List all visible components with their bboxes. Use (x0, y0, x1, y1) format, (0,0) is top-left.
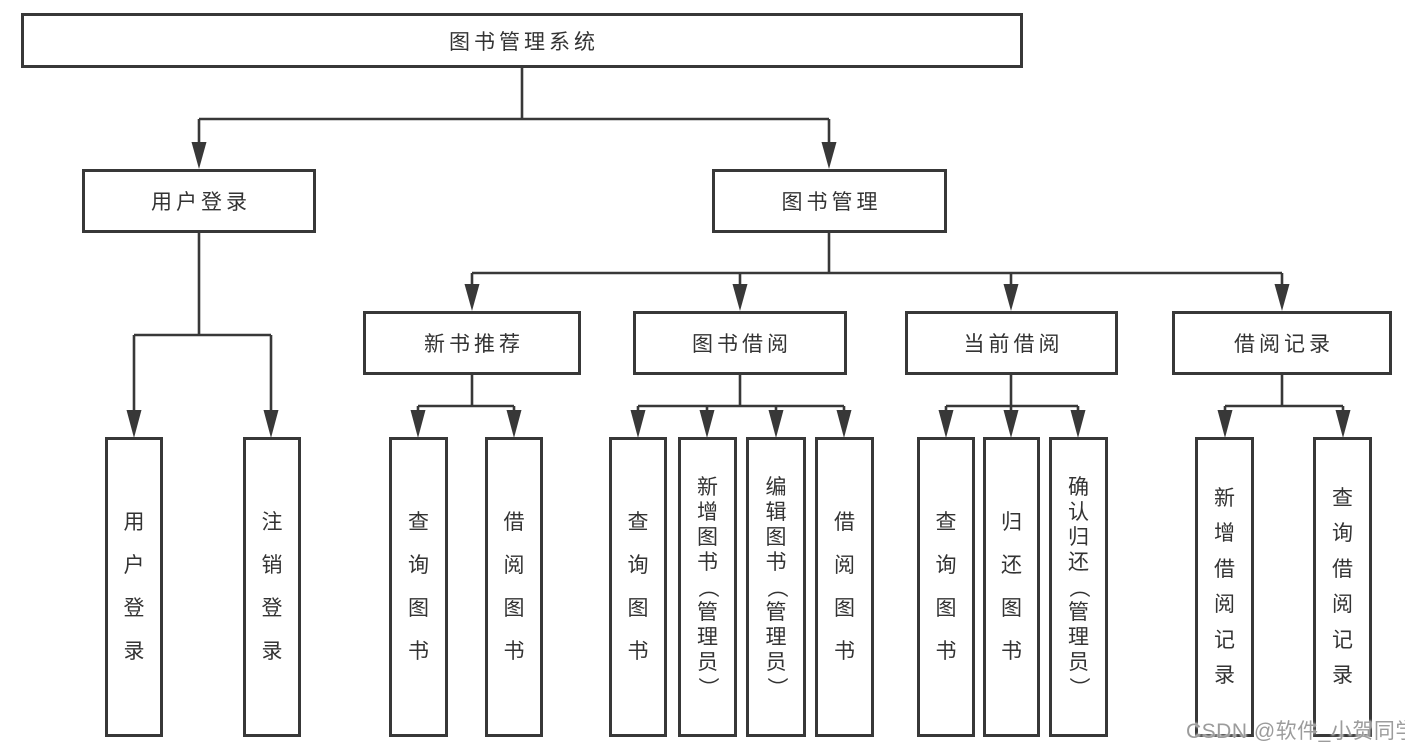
node-leaf-query-borrow-record: 查询借阅记录 (1313, 437, 1372, 737)
node-label: 编辑图书（管理员） (764, 475, 788, 698)
node-label: 查询借阅记录 (1332, 486, 1353, 688)
node-label: 借阅图书 (834, 511, 855, 663)
node-book-management: 图书管理 (712, 169, 947, 233)
node-label: 借阅记录 (1234, 333, 1334, 356)
node-leaf-logout: 注销登录 (243, 437, 301, 737)
node-label: 查询图书 (408, 511, 429, 663)
node-label: 用户登录 (151, 191, 251, 214)
csdn-watermark: CSDN @软件_小贺同学 (1186, 720, 1405, 743)
node-label: 查询图书 (627, 511, 649, 663)
node-label: 确认归还（管理员） (1067, 475, 1090, 698)
node-leaf-add-books-admin: 新增图书（管理员） (678, 437, 737, 737)
connector-user-login-to-children (126, 233, 279, 438)
node-label: 新增借阅记录 (1214, 486, 1235, 688)
connector-current-borrow-to-children (938, 375, 1086, 438)
node-label: 用户登录 (123, 511, 145, 663)
node-library-management-system: 图书管理系统 (21, 13, 1023, 68)
node-leaf-add-borrow-record: 新增借阅记录 (1195, 437, 1254, 737)
node-leaf-return-books: 归还图书 (983, 437, 1040, 737)
node-user-login: 用户登录 (82, 169, 316, 233)
connector-book-management-to-children (464, 233, 1290, 311)
connector-new-book-rec-to-children (410, 375, 522, 438)
node-label: 注销登录 (261, 511, 283, 663)
node-leaf-query-books-borrow: 查询图书 (609, 437, 667, 737)
node-label: 新书推荐 (424, 333, 524, 356)
node-leaf-borrow-books: 借阅图书 (815, 437, 874, 737)
node-leaf-borrow-books-rec: 借阅图书 (485, 437, 543, 737)
node-leaf-query-books-current: 查询图书 (917, 437, 975, 737)
node-label: 借阅图书 (503, 511, 525, 663)
node-label: 当前借阅 (963, 333, 1064, 356)
node-leaf-user-login: 用户登录 (105, 437, 163, 737)
connector-book-borrow-to-children (630, 375, 852, 438)
node-leaf-edit-books-admin: 编辑图书（管理员） (746, 437, 806, 737)
node-new-book-recommendation: 新书推荐 (363, 311, 581, 375)
node-label: 新增图书（管理员） (696, 475, 719, 698)
node-leaf-query-books-rec: 查询图书 (389, 437, 448, 737)
connector-borrow-records-to-children (1217, 375, 1351, 438)
node-label: 图书管理系统 (449, 30, 599, 54)
node-label: 归还图书 (1001, 511, 1022, 663)
node-label: 查询图书 (935, 511, 957, 663)
node-book-borrowing: 图书借阅 (633, 311, 847, 375)
node-label: 图书管理 (781, 191, 882, 214)
node-label: 图书借阅 (692, 333, 792, 356)
connector-root-to-level2 (191, 68, 837, 169)
node-borrowing-records: 借阅记录 (1172, 311, 1392, 375)
node-leaf-confirm-return-admin: 确认归还（管理员） (1049, 437, 1108, 737)
node-current-borrowing: 当前借阅 (905, 311, 1118, 375)
